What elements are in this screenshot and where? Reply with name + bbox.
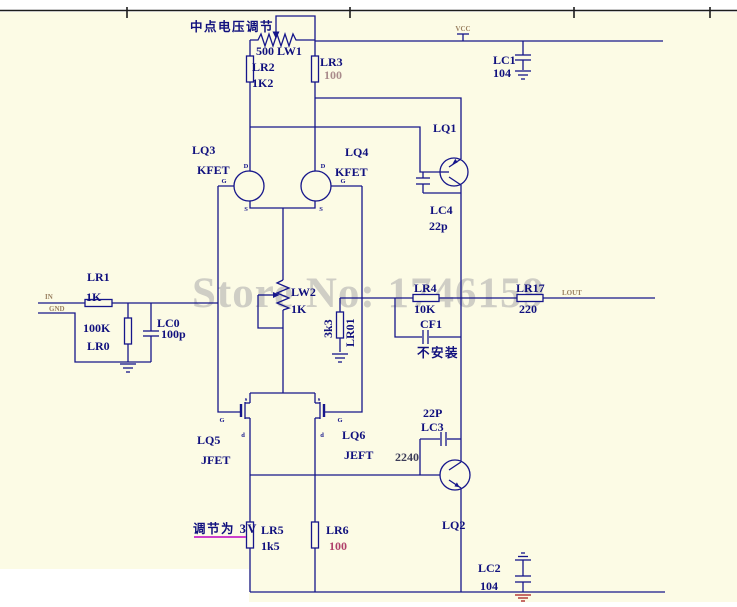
- resistor-lr4: [412, 293, 440, 303]
- value-lc3: 22P: [423, 406, 442, 420]
- resistor-lr6: [310, 521, 320, 549]
- value-lc4: 22p: [429, 219, 448, 233]
- watermark-text: Store No: 1746159: [192, 270, 545, 317]
- transistor-lq3-body: [233, 170, 265, 202]
- lq6-drain-label: d: [320, 432, 324, 439]
- value-lw2: 1K: [291, 302, 307, 316]
- lq4-drain-label: D: [321, 163, 326, 170]
- vcc-label: VCC: [455, 25, 470, 33]
- label-lr1: LR1: [87, 270, 110, 284]
- lq5-source-label: s: [245, 396, 248, 403]
- resistor-lr2: [245, 55, 255, 83]
- note-adjust-3v: 调节为 3V: [193, 521, 258, 536]
- sheet-corner-blank: [0, 569, 249, 607]
- value-3k3: 3k3: [321, 319, 335, 338]
- type-lq4: KFET: [335, 165, 368, 179]
- type-lq5: JFET: [201, 453, 230, 467]
- lw2-wiper-arrow: [273, 292, 280, 298]
- label-lq6: LQ6: [342, 428, 365, 442]
- npn-arrow-lq2: [454, 482, 460, 488]
- lq3-gate-label: G: [221, 178, 226, 185]
- value-lr17: 220: [519, 302, 537, 316]
- transistor-lq4-body: [300, 170, 332, 202]
- label-lc4: LC4: [430, 203, 453, 217]
- label-lr17: LR17: [516, 281, 545, 295]
- transistors: [233, 31, 471, 491]
- lq4-source-label: S: [319, 206, 323, 213]
- lw1-wiper-arrow: [272, 31, 280, 39]
- label-lr5: LR5: [261, 523, 284, 537]
- value-lc1: 104: [493, 66, 511, 80]
- schematic-sheet: [0, 12, 737, 602]
- pnp-arrow-lq1: [451, 158, 458, 166]
- lq6-source-label: s: [318, 396, 321, 403]
- value-lr6: 100: [329, 539, 347, 553]
- label-lr6: LR6: [326, 523, 349, 537]
- resistor-lr0: [123, 317, 133, 345]
- ground-symbol-red: [515, 594, 531, 602]
- value-lr3: 100: [324, 68, 342, 82]
- resistor-lr5: [245, 521, 255, 549]
- label-lc2: LC2: [478, 561, 501, 575]
- label-lc1: LC1: [493, 53, 516, 67]
- label-lc0: LC0: [157, 316, 180, 330]
- type-lq6: JEFT: [344, 448, 373, 462]
- label-lw1: 500 LW1: [256, 44, 302, 58]
- page-edge-border: [0, 7, 737, 18]
- part-number-2240: 2240: [395, 450, 419, 464]
- resistor-lr3: [310, 55, 320, 83]
- lq4-gate-label: G: [340, 178, 345, 185]
- resistor-3k3: [335, 311, 345, 339]
- port-in: IN: [45, 293, 53, 301]
- value-lc2: 104: [480, 579, 498, 593]
- label-lr3: LR3: [320, 55, 343, 69]
- label-lq1: LQ1: [433, 121, 456, 135]
- lq6-gate-label: G: [337, 417, 342, 424]
- resistor-lr17: [516, 293, 544, 303]
- label-lr4: LR4: [414, 281, 437, 295]
- lq5-drain-label: d: [241, 432, 245, 439]
- label-cf1: CF1: [420, 317, 442, 331]
- port-lout: LOUT: [562, 289, 582, 297]
- label-lq5: LQ5: [197, 433, 220, 447]
- value-lr0: 100K: [83, 321, 111, 335]
- value-lr4: 10K: [414, 302, 436, 316]
- value-lc0: 100p: [161, 327, 186, 341]
- label-lq4: LQ4: [345, 145, 368, 159]
- lq3-drain-label: D: [244, 163, 249, 170]
- value-lr5: 1k5: [261, 539, 280, 553]
- label-lr0: LR0: [87, 339, 110, 353]
- resistor-lr1: [84, 298, 113, 308]
- port-gnd: GND: [49, 305, 65, 313]
- lq3-source-label: S: [244, 206, 248, 213]
- note-not-installed: 不安装: [417, 345, 459, 360]
- label-lr01: LR01: [343, 318, 357, 347]
- label-lr2: LR2: [252, 60, 275, 74]
- label-lq2: LQ2: [442, 518, 465, 532]
- lq5-gate-label: G: [219, 417, 224, 424]
- resistors: [84, 55, 544, 549]
- value-lr2: 1K2: [252, 76, 273, 90]
- transistor-lq2-body: [439, 459, 471, 491]
- type-lq3: KFET: [197, 163, 230, 177]
- value-lr1: 1K: [86, 290, 102, 304]
- label-lq3: LQ3: [192, 143, 215, 157]
- note-midpoint-adjust: 中点电压调节: [190, 19, 274, 34]
- label-lc3: LC3: [421, 420, 444, 434]
- label-lw2: LW2: [291, 285, 316, 299]
